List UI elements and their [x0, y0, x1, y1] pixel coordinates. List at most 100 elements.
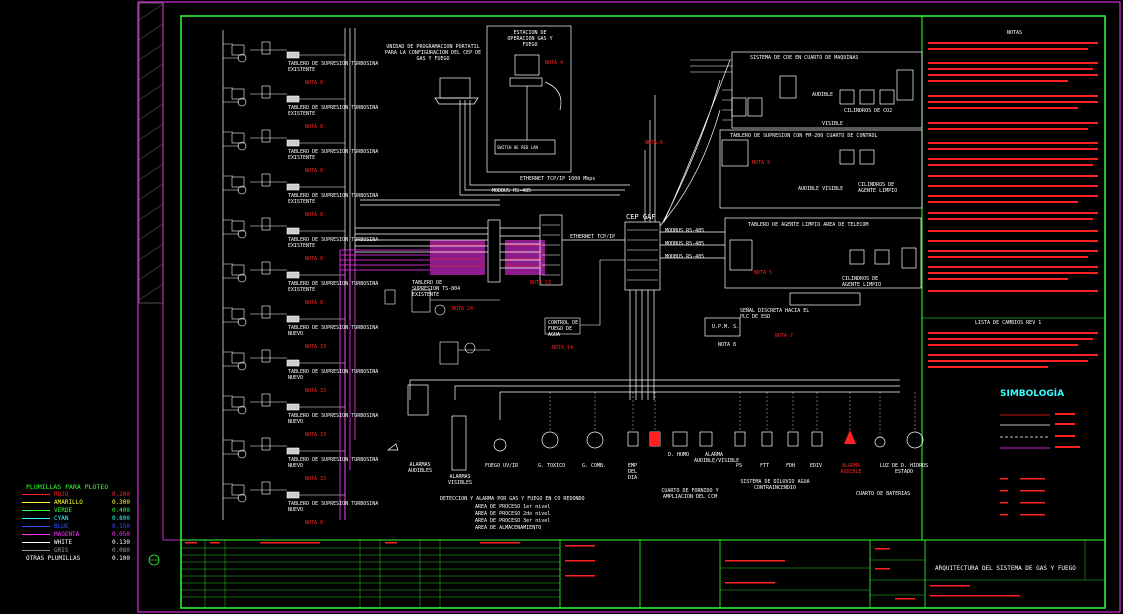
station-note: NOTA 8 [305, 520, 324, 526]
station-label: TABLERO DE SUPRESION TURBOSINA [288, 325, 379, 331]
ethernet-label: ETHERNET TCP/IP 1000 Mbps [520, 176, 596, 182]
station-label: TABLERO DE SUPRESION TURBOSINA [288, 149, 379, 155]
modbus-label: MODBUS RS-485 [492, 188, 532, 194]
nota-14: NOTA 14 [552, 345, 574, 351]
station-note: NOTA 8 [305, 168, 324, 174]
audible-visible-label: AUDIBLE VISIBLE [798, 186, 844, 192]
tablero-supresion-label: TABLERO DE SUPRESION TS-804 EXISTENTE [412, 280, 461, 298]
alarma-av-label: ALARMA AUDIBLE/VISIBLE [694, 452, 740, 464]
pen-swatch [22, 510, 50, 511]
cuarto-fornido-caption: CUARTO DE FORNIDO Y AMPLIACION DEL CCM [661, 488, 719, 500]
plot-legend-title: PLUMILLAS PARA PLOTEO [26, 483, 109, 491]
ps-label: PS [736, 463, 743, 469]
nota-6: NOTA 6 [645, 140, 664, 146]
station-note: NOTA 33 [305, 388, 327, 394]
pen-swatch [22, 542, 50, 543]
agente-panel-title: TABLERO DE AGENTE LIMPIO AREA DE TELECOM [748, 222, 869, 228]
station-label: TABLERO DE SUPRESION TURBOSINA [288, 457, 379, 463]
title-block [180, 539, 1106, 609]
cde-panel-title: SISTEMA DE CDE EN CUARTO DE MAQUINAS [750, 55, 859, 61]
station-label: TABLERO DE SUPRESION TURBOSINA [288, 369, 379, 375]
ethernet-tcp-label: ETHERNET TCP/IP [570, 234, 616, 240]
fdh-label: FDH [786, 463, 796, 469]
portable-unit-label: UNIDAD DE PROGRAMACION PORTATIL PARA LA … [384, 44, 482, 62]
deteccion-caption: DETECCION Y ALARMA POR GAS Y FUEGO EN CO… [440, 496, 585, 502]
area-caption: AREA DE PROCESO 2do nivel [475, 511, 551, 517]
simbologia-title: SIMBOLOGÍA [1000, 389, 1065, 399]
station-label: TABLERO DE SUPRESION TURBOSINA [288, 501, 379, 507]
alarmas-visibles-label: ALARMAS VISIBLES [447, 474, 473, 486]
pen-swatch [22, 526, 50, 527]
ftt-label: FTT [760, 463, 770, 469]
station-note: NOTA 33 [305, 344, 327, 350]
nota-7: NOTA 7 [775, 333, 794, 339]
pc-icon [514, 54, 540, 76]
alarmas-audibles-label: ALARMAS AUDIBLES [407, 462, 433, 474]
ediv-label: EDIV [810, 463, 823, 469]
fuego-label: FUEGO UV/IR [485, 463, 519, 469]
station-note: NOTA 8 [305, 124, 324, 130]
area-caption: AREA DE PROCESO 1er nivel [475, 504, 551, 510]
rs485-c: MODBUS RS-485 [665, 254, 705, 260]
nota-5: NOTA 5 [754, 270, 773, 276]
luz-label: LUZ DE D. HIDROS ESTADO [879, 463, 929, 475]
rs485-a: MODBUS RS-485 [665, 228, 705, 234]
nota-13: NOTA 13 [530, 280, 552, 286]
revision-title: LISTA DE CAMBIOS REV 1 [975, 320, 1042, 326]
pen-swatch [22, 494, 50, 495]
cilindros-co2-label: CILINDROS DE CO2 [844, 108, 893, 114]
cilindros-agente-label-2: CILINDROS DE AGENTE LIMPIO [842, 276, 882, 288]
station-note: NOTA 8 [305, 256, 324, 262]
station-label: TABLERO DE SUPRESION TURBOSINA [288, 105, 379, 111]
pen-swatch [22, 534, 50, 535]
emp-label: EMP DEL DIA [628, 463, 638, 481]
pen-swatch [22, 550, 50, 551]
area-caption: AREA DE PROCESO 3er nivel [475, 518, 551, 524]
sheet-frame [137, 1, 1121, 613]
g-comb-label: G. COMB. [582, 463, 607, 469]
switch-icon [494, 139, 556, 155]
control-fuego-label: CONTROL DE FUEGO DE AGUA [548, 320, 579, 338]
upms-label: U.P.M. S. [712, 324, 740, 330]
cuarto-baterias-caption: CUARTO DE BATERIAS [856, 491, 911, 497]
area-caption: AREA DE ALMACENAMIENTO [475, 525, 542, 531]
station-note: NOTA 33 [305, 476, 327, 482]
switch-label: SWITCH 8E RED LAN [497, 145, 538, 150]
nota-4: NOTA 4 [545, 60, 564, 66]
rs485-b: MODBUS RS-485 [665, 241, 705, 247]
alarma-audible-label: ALARMA AUDIBLE [840, 463, 862, 475]
panel-supresion [719, 129, 923, 209]
station-note: NOTA 33 [305, 432, 327, 438]
d-humo-label: D. HUMO [668, 452, 690, 458]
audible-label: AUDIBLE [812, 92, 834, 98]
laptop-icon [439, 77, 471, 99]
pen-swatch [22, 502, 50, 503]
station-label: TABLERO DE SUPRESION TURBOSINA [288, 61, 379, 67]
operator-station-label: ESTACION DE OPERACION GAS Y FUEGO [507, 30, 553, 48]
notes-title: NOTAS [1007, 30, 1023, 36]
station-label: TABLERO DE SUPRESION TURBOSINA [288, 281, 379, 287]
nota-9: NOTA 9 [752, 160, 771, 166]
station-note: NOTA 8 [305, 80, 324, 86]
station-label: TABLERO DE SUPRESION TURBOSINA [288, 413, 379, 419]
cilindros-agente-label: CILINDROS DE AGENTE LIMPIO [858, 182, 898, 194]
station-label: TABLERO DE SUPRESION TURBOSINA [288, 193, 379, 199]
pen-swatch [22, 518, 50, 519]
sistema-diluvio-caption: SISTEMA DE DILUVIO AGUA CONTRAINCENDIO [740, 479, 810, 491]
station-label: TABLERO DE SUPRESION TURBOSINA [288, 237, 379, 243]
station-note: NOTA 8 [305, 212, 324, 218]
g-toxico-label: G. TOXICO [538, 463, 566, 469]
panel-agente [724, 217, 922, 289]
visible-label: VISIBLE [822, 121, 844, 127]
senal-discreta-label: SEÑAL DISCRETA HACIA EL PLC DE ESD [740, 308, 810, 320]
